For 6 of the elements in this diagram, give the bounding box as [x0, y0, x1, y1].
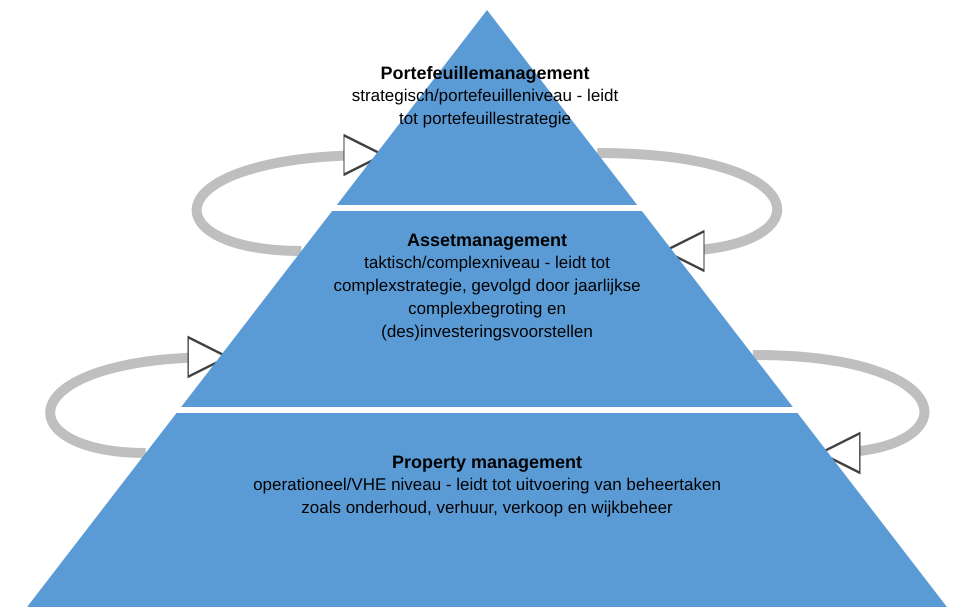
layer-title: Assetmanagement [406, 229, 568, 252]
layer-title: Property management [392, 451, 582, 474]
curved-arrow [752, 350, 929, 472]
layer-description: operationeel/VHE niveau - leidt tot uitvoering van beheertaken zoals onderhoud, verhuur, verkoop en wijkbeheer [252, 474, 722, 520]
curved-arrow [597, 148, 782, 270]
layer-description: taktisch/complexniveau - leidt tot complexstrategie, gevolgd door jaarlijkse complexbegroting en (des)investeringsvoorstellen [332, 252, 642, 344]
